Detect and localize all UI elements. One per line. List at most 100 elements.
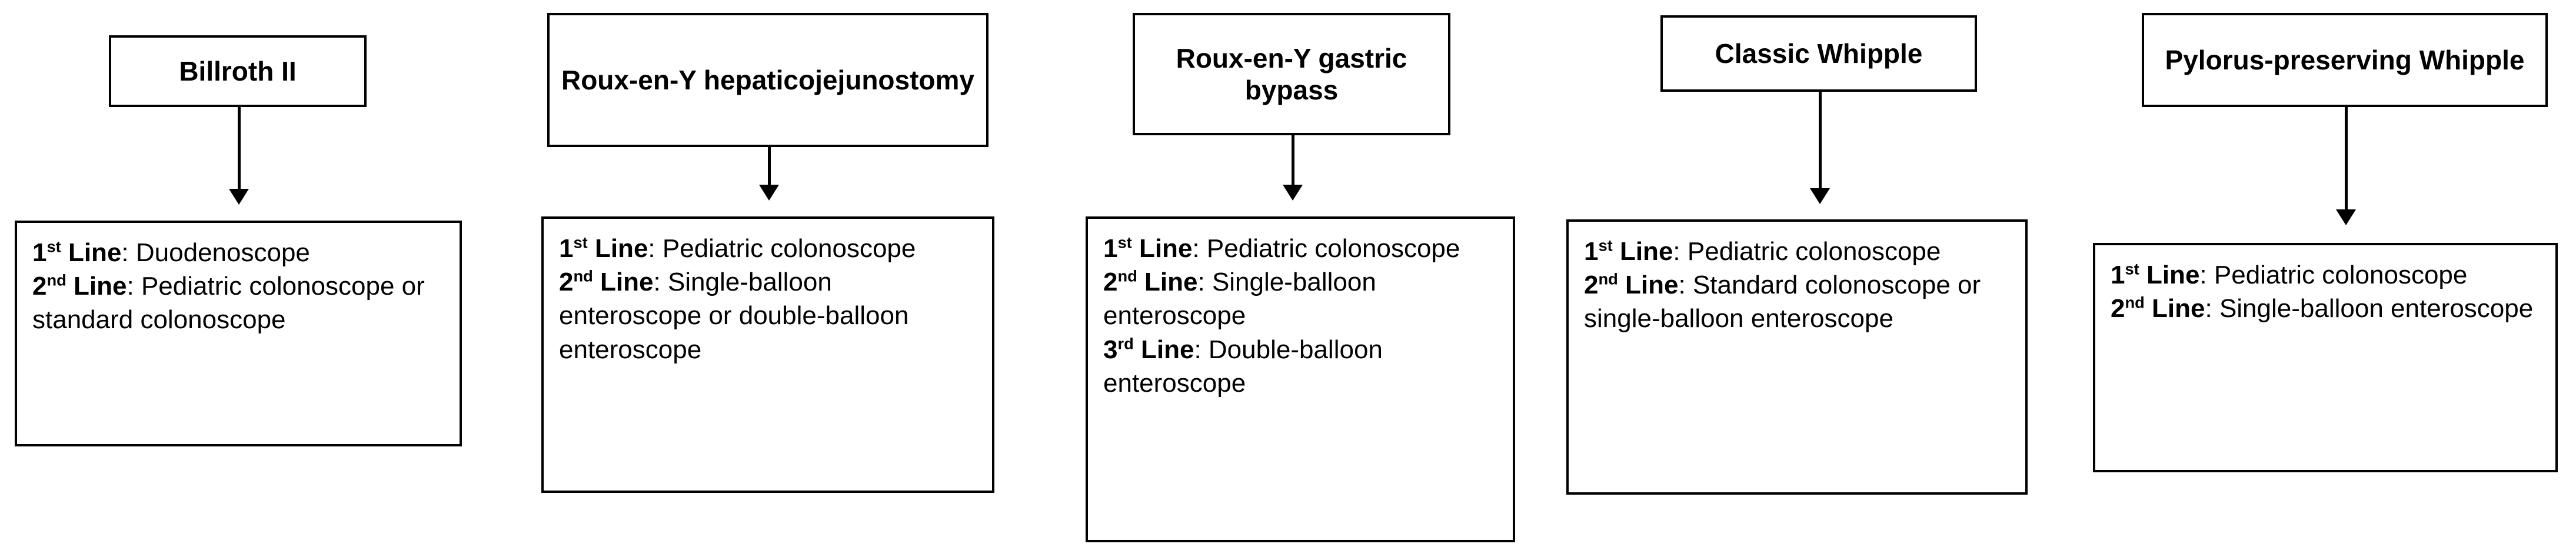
recommendation-line: 2nd Line: Pediatric colonoscope or stand… — [32, 269, 447, 336]
line-separator: : — [2205, 294, 2219, 323]
arrow-connector-classic-whipple — [1819, 92, 1822, 189]
line-ordinal-label: 3rd Line — [1103, 335, 1194, 364]
line-recommendation-text: Single-balloon enteroscope or double-bal… — [559, 268, 909, 364]
line-ordinal-label: 2nd Line — [2111, 294, 2205, 323]
line-separator: : — [2199, 261, 2214, 289]
arrow-connector-billroth-ii — [238, 107, 241, 190]
recommendation-line: 2nd Line: Single-balloon enteroscope — [2111, 292, 2542, 325]
line-ordinal-number: 3 — [1103, 335, 1118, 364]
arrowhead-icon-classic-whipple — [1810, 188, 1830, 204]
line-ordinal-number: 1 — [1584, 237, 1599, 266]
line-ordinal-label: 2nd Line — [1103, 268, 1197, 296]
procedure-header-roux-en-y-gastric-bypass: Roux-en-Y gastric bypass — [1133, 13, 1450, 135]
arrowhead-icon-billroth-ii — [229, 189, 249, 205]
line-separator: : — [127, 272, 141, 301]
line-ordinal-suffix: nd — [1598, 269, 1618, 288]
line-recommendation-text: Double-balloon enteroscope — [1103, 335, 1383, 398]
line-ordinal-number: 2 — [32, 272, 47, 301]
line-ordinal-label: 2nd Line — [1584, 271, 1678, 299]
line-word: Line — [1618, 271, 1679, 300]
recommendation-line: 1st Line: Pediatric colonoscope — [1584, 235, 2012, 268]
line-separator: : — [121, 238, 136, 267]
line-ordinal-label: 1st Line — [2111, 261, 2199, 289]
line-ordinal-suffix: st — [46, 237, 61, 256]
line-recommendation-text: Single-balloon enteroscope — [2219, 294, 2534, 323]
line-separator: : — [653, 268, 668, 297]
procedure-header-label: Roux-en-Y gastric bypass — [1176, 42, 1407, 105]
recommendation-line: 1st Line: Pediatric colonoscope — [559, 232, 979, 265]
procedure-header-label: Billroth II — [179, 55, 297, 86]
line-recommendation-text: Duodenoscope — [135, 238, 310, 267]
line-word: Line — [1131, 234, 1193, 263]
line-ordinal-suffix: st — [1598, 236, 1613, 255]
line-separator: : — [1192, 234, 1207, 263]
procedure-header-label: Classic Whipple — [1715, 38, 1923, 69]
procedure-header-classic-whipple: Classic Whipple — [1660, 15, 1977, 92]
line-ordinal-suffix: st — [1117, 233, 1132, 252]
line-ordinal-number: 2 — [559, 268, 574, 297]
line-ordinal-suffix: nd — [46, 271, 66, 289]
arrow-connector-pylorus-preserving-whipple — [2345, 107, 2348, 211]
arrowhead-icon-roux-en-y-hepaticojejunostomy — [759, 185, 779, 201]
arrow-connector-roux-en-y-hepaticojejunostomy — [768, 147, 771, 186]
procedure-header-billroth-ii: Billroth II — [109, 35, 367, 107]
arrow-connector-roux-en-y-gastric-bypass — [1292, 135, 1294, 186]
line-ordinal-suffix: nd — [2125, 293, 2145, 312]
procedure-header-roux-en-y-hepaticojejunostomy: Roux-en-Y hepaticojejunostomy — [547, 13, 989, 147]
line-ordinal-number: 1 — [2111, 261, 2125, 289]
line-ordinal-suffix: nd — [1117, 266, 1137, 285]
line-separator: : — [1673, 237, 1688, 266]
recommendation-box-roux-en-y-hepaticojejunostomy: 1st Line: Pediatric colonoscope 2nd Line:… — [541, 216, 994, 493]
recommendation-line: 3rd Line: Double-balloon enteroscope — [1103, 333, 1500, 400]
procedure-header-label: Roux-en-Y hepaticojejunostomy — [561, 64, 975, 95]
line-ordinal-number: 2 — [1584, 271, 1599, 300]
line-ordinal-number: 1 — [32, 238, 47, 267]
line-word: Line — [1133, 335, 1194, 364]
line-ordinal-label: 1st Line — [1584, 237, 1673, 266]
line-word: Line — [66, 272, 127, 301]
line-ordinal-number: 1 — [559, 234, 574, 263]
line-ordinal-number: 2 — [2111, 294, 2125, 323]
line-ordinal-suffix: nd — [573, 266, 593, 285]
line-separator: : — [1678, 271, 1693, 300]
line-word: Line — [1137, 268, 1198, 297]
recommendation-line: 2nd Line: Standard colonoscope or single… — [1584, 268, 2012, 335]
recommendation-line: 1st Line: Duodenoscope — [32, 236, 447, 269]
line-separator: : — [648, 234, 663, 263]
line-recommendation-text: Pediatric colonoscope — [2214, 261, 2468, 289]
line-separator: : — [1194, 335, 1209, 364]
recommendation-line: 1st Line: Pediatric colonoscope — [1103, 232, 1500, 265]
line-ordinal-number: 2 — [1103, 268, 1118, 297]
line-ordinal-label: 2nd Line — [32, 272, 127, 301]
line-ordinal-label: 1st Line — [32, 238, 121, 267]
line-ordinal-label: 1st Line — [1103, 234, 1192, 263]
line-recommendation-text: Standard colonoscope or single-balloon e… — [1584, 271, 1981, 333]
line-ordinal-label: 2nd Line — [559, 268, 653, 296]
line-recommendation-text: Pediatric colonoscope — [1687, 237, 1941, 266]
procedure-header-label: Pylorus-preserving Whipple — [2165, 44, 2525, 75]
line-ordinal-number: 1 — [1103, 234, 1118, 263]
line-word: Line — [61, 238, 122, 267]
line-word: Line — [2144, 294, 2205, 323]
line-ordinal-suffix: st — [2125, 259, 2139, 278]
line-word: Line — [593, 268, 654, 297]
line-recommendation-text: Single-balloon enteroscope — [1103, 268, 1376, 331]
line-separator: : — [1197, 268, 1212, 297]
line-ordinal-suffix: st — [573, 233, 588, 252]
line-recommendation-text: Pediatric colonoscope — [1206, 234, 1460, 263]
line-word: Line — [2139, 261, 2200, 289]
recommendation-line: 1st Line: Pediatric colonoscope — [2111, 258, 2542, 292]
line-recommendation-text: Pediatric colonoscope — [662, 234, 916, 263]
line-ordinal-label: 1st Line — [559, 234, 648, 263]
procedure-header-pylorus-preserving-whipple: Pylorus-preserving Whipple — [2142, 13, 2548, 107]
recommendation-line: 2nd Line: Single-balloon enteroscope — [1103, 265, 1500, 332]
arrowhead-icon-pylorus-preserving-whipple — [2336, 209, 2356, 225]
line-recommendation-text: Pediatric colonoscope or standard colono… — [32, 272, 425, 335]
line-ordinal-suffix: rd — [1117, 333, 1134, 352]
arrowhead-icon-roux-en-y-gastric-bypass — [1283, 185, 1303, 201]
